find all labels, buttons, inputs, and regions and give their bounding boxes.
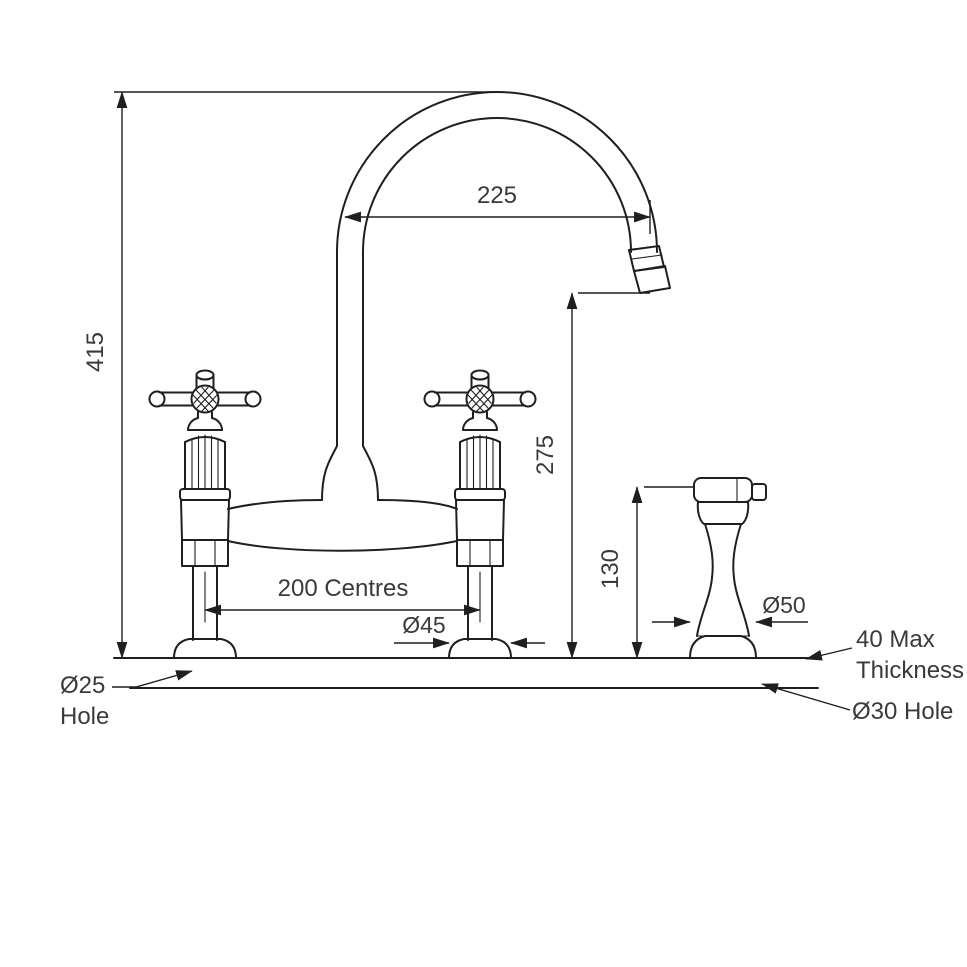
dim-label-415: 415 [82,332,109,372]
dim-label-50: Ø50 [762,592,805,618]
dim-label-275: 275 [532,435,559,475]
note-label-left-hole-2: Hole [60,703,109,730]
spray-body [696,523,750,637]
spout [321,91,671,501]
dimension-tap-centres: 200 Centres [204,571,481,623]
spray-base-flange [689,635,757,659]
leader-right-hole [761,683,851,711]
dimension-spout-height: 275 [532,292,650,659]
dimension-total-height: 415 [82,91,497,659]
dimension-spout-reach: 225 [344,182,651,234]
dimension-spray-base-diameter: Ø50 [652,592,808,628]
note-label-max-thickness-1: 40 Max [856,626,935,653]
bridge-bottom [227,540,458,552]
bridge-top-right [377,499,458,510]
leader-max-thickness [805,647,853,661]
spray-head [696,501,750,525]
dimension-spray-height: 130 [597,486,694,659]
spout-column-right [362,251,379,501]
spout-column-left [321,251,338,501]
dim-label-45: Ø45 [402,612,445,638]
note-label-left-hole-1: Ø25 [60,672,105,699]
note-left-hole: Ø25 Hole [60,670,193,730]
dim-label-200-centres: 200 Centres [278,575,409,602]
worktop-deck [113,657,819,689]
bridge-tube [227,499,458,552]
spout-inner-arc [362,117,632,253]
spout-aerator [633,265,671,294]
dimension-base-diameter: Ø45 [394,612,545,649]
note-max-thickness: 40 Max Thickness [805,626,964,684]
dim-label-130: 130 [597,549,624,589]
note-label-max-thickness-2: Thickness [856,657,964,684]
side-spray [689,477,767,659]
spout-outer-arc [336,91,658,253]
bridge-tap-body [148,91,671,659]
spray-nozzle-nub [751,483,767,501]
note-right-hole: Ø30 Hole [761,683,953,725]
nozzle-band-line [631,254,663,260]
note-label-right-hole: Ø30 Hole [852,698,953,725]
dim-label-225: 225 [477,182,517,209]
bridge-top-left [227,499,323,510]
leader-left-hole [112,670,193,688]
spray-handle-top [693,477,753,503]
